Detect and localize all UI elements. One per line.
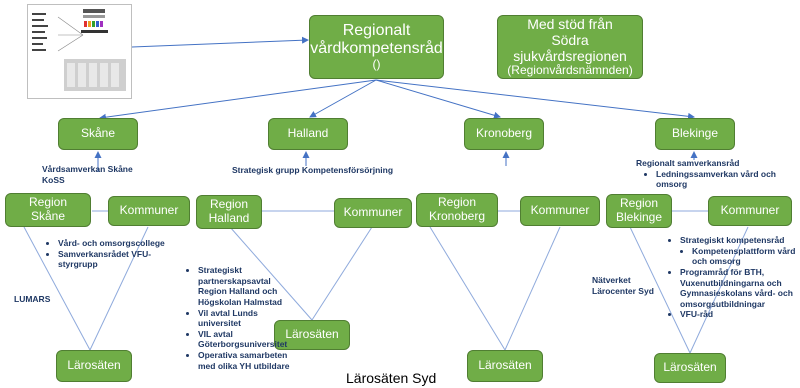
- region-label-halland: Halland: [287, 126, 329, 141]
- arrow-to-kronoberg: [375, 79, 501, 119]
- region-box-blekinge: Blekinge: [655, 118, 735, 150]
- note-blekinge-top: Regionalt samverkansråd Ledningssamverka…: [636, 158, 796, 190]
- kommuner-halland-label: Kommuner: [343, 205, 403, 220]
- kommuner-skane-cell: Kommuner: [108, 196, 190, 226]
- note-halland-bullet: Vil avtal Lunds universitet: [198, 308, 298, 329]
- note-blekinge-kommuner: Strategiskt kompetensråd Kompetensplattf…: [668, 235, 798, 320]
- region-box-halland: Halland: [268, 118, 348, 150]
- support-line2: Södra: [551, 32, 589, 49]
- kommuner-kronoberg-cell: Kommuner: [520, 196, 600, 226]
- note-halland-bullet: Strategiskt partnerskapsavtal Region Hal…: [198, 265, 298, 308]
- note-skane-top-line2: KoSS: [42, 174, 65, 185]
- support-line4: (Regionvårdsnämnden): [507, 63, 633, 78]
- arrow-thumbnail-link: [125, 36, 309, 51]
- note-lumars: LUMARS: [14, 294, 50, 305]
- note-blekinge-kom-bullet: Programråd för BTH, Vuxenutbildningarna …: [680, 267, 798, 310]
- support-line3: sjukvårdsregionen: [513, 48, 627, 65]
- region-halland-line2: Halland: [208, 211, 250, 225]
- arrow-to-blekinge: [375, 79, 695, 120]
- note-halland-top: Strategisk grupp Kompetensförsörjning: [232, 165, 393, 176]
- larosaten-kronoberg-cell: Lärosäten: [467, 350, 543, 382]
- larosaten-blekinge-cell: Lärosäten: [654, 353, 726, 383]
- region-skane-cell: Region Skåne: [5, 193, 91, 227]
- note-blekinge-kom-bullet: VFU-råd: [680, 309, 798, 320]
- region-skane-line2: Skåne: [30, 209, 66, 223]
- larosaten-skane-label: Lärosäten: [67, 358, 121, 373]
- region-label-kronoberg: Kronoberg: [475, 126, 533, 141]
- note-skane-bullet: Vård- och omsorgscollege: [58, 238, 176, 249]
- footer-title: Lärosäten Syd: [346, 370, 437, 386]
- note-natverket-line2: Lärocenter Syd: [592, 285, 654, 296]
- slide-thumbnail: [27, 4, 132, 99]
- kommuner-blekinge-label: Kommuner: [720, 203, 780, 218]
- region-blekinge-line1: Region: [619, 196, 659, 211]
- region-halland-line1: Region: [209, 197, 249, 212]
- kommuner-skane-label: Kommuner: [119, 203, 179, 218]
- larosaten-halland-cell: Lärosäten: [274, 320, 350, 350]
- regional-council-box: Regionalt vårdkompetensråd (): [309, 15, 444, 79]
- note-skane-bullet: Samverkansrådet VFU-styrgrupp: [58, 249, 176, 270]
- larosaten-blekinge-label: Lärosäten: [663, 360, 717, 375]
- region-box-skane: Skåne: [58, 118, 138, 150]
- kommuner-kronoberg-label: Kommuner: [530, 203, 590, 218]
- note-natverket-line1: Nätverket: [592, 275, 631, 285]
- note-blekinge-kom-heading: Strategiskt kompetensråd: [680, 235, 798, 246]
- region-kronoberg-cell: Region Kronoberg: [416, 193, 498, 227]
- note-blekinge-kom-sub: Kompetensplattform vård och omsorg: [692, 246, 798, 267]
- regional-council-line2: vårdkompetensråd: [310, 40, 443, 58]
- arrow-to-halland: [309, 79, 377, 118]
- region-blekinge-cell: Region Blekinge: [606, 194, 672, 228]
- kommuner-blekinge-cell: Kommuner: [708, 196, 792, 226]
- region-label-blekinge: Blekinge: [671, 126, 719, 141]
- larosaten-kronoberg-label: Lärosäten: [478, 358, 532, 373]
- larosaten-skane-cell: Lärosäten: [56, 350, 132, 382]
- note-blekinge-top-bullet: Ledningssamverkan vård och omsorg: [656, 169, 796, 190]
- region-blekinge-line2: Blekinge: [615, 210, 663, 224]
- region-kronoberg-line2: Kronoberg: [428, 209, 486, 223]
- note-halland-bullet: Operativa samarbeten med olika YH utbild…: [198, 350, 298, 371]
- note-lumars-text: LUMARS: [14, 294, 51, 304]
- region-kronoberg-line1: Region: [437, 195, 477, 210]
- support-line1: Med stöd från: [527, 15, 613, 32]
- note-halland-bullet: VIL avtal Göterborgsuniversitet: [198, 329, 298, 350]
- arrow-to-skane: [99, 79, 377, 121]
- note-skane-top: Vårdsamverkan Skåne KoSS: [42, 164, 133, 185]
- region-skane-line1: Region: [28, 195, 68, 210]
- note-halland-bullets: Strategiskt partnerskapsavtal Region Hal…: [186, 265, 298, 371]
- kommuner-halland-cell: Kommuner: [334, 198, 412, 228]
- larosaten-halland-label: Lärosäten: [285, 327, 339, 342]
- note-halland-top-text: Strategisk grupp Kompetensförsörjning: [232, 165, 394, 175]
- note-blekinge-top-heading: Regionalt samverkansråd: [636, 158, 740, 168]
- region-label-skane: Skåne: [80, 126, 116, 141]
- note-natverket: Nätverket Lärocenter Syd: [592, 275, 654, 296]
- note-skane-top-line1: Vårdsamverkan Skåne: [42, 164, 133, 174]
- regional-council-line3: (): [372, 57, 381, 72]
- regional-council-line1: Regionalt: [342, 21, 411, 39]
- note-skane-bullets: Vård- och omsorgscollege Samverkansrådet…: [46, 238, 176, 270]
- region-halland-cell: Region Halland: [196, 195, 262, 229]
- support-box: Med stöd från Södra sjukvårdsregionen (R…: [497, 15, 643, 79]
- region-box-kronoberg: Kronoberg: [464, 118, 544, 150]
